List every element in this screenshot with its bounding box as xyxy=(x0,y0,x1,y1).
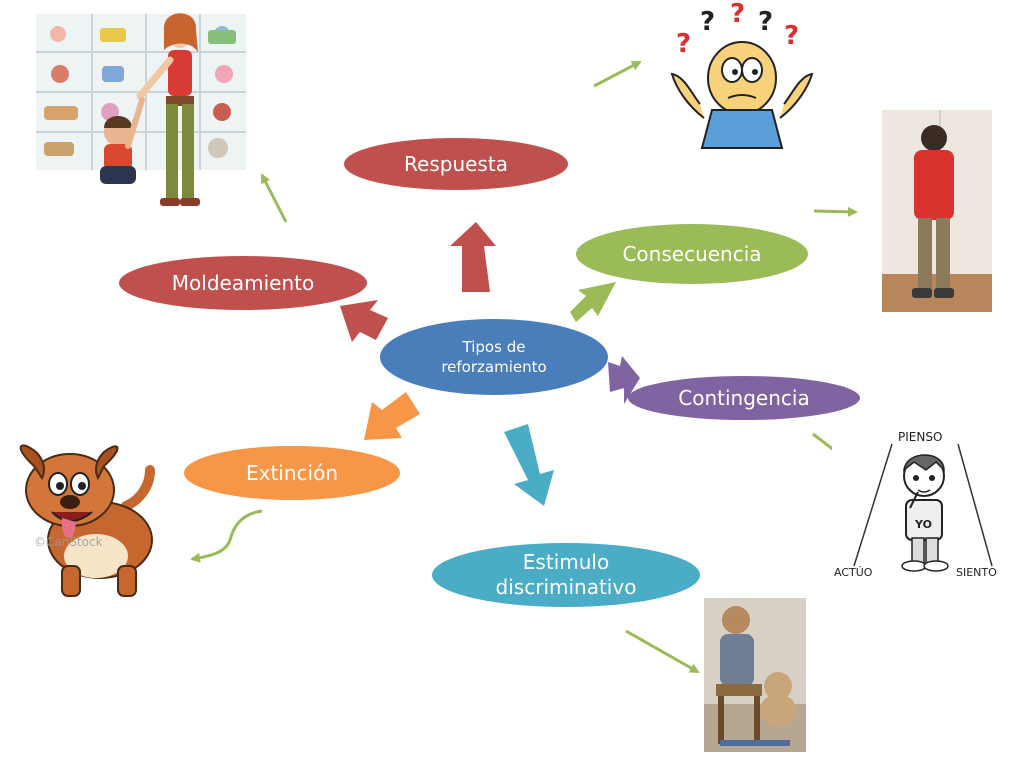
svg-text:?: ? xyxy=(700,7,715,37)
block-arrow-to-estimulo xyxy=(504,424,554,506)
siento-label: SIENTO xyxy=(956,566,997,579)
svg-text:?: ? xyxy=(730,0,745,29)
actuo-label: ACTÚO xyxy=(834,566,873,579)
pienso-label: PIENSO xyxy=(898,430,942,444)
boy-in-corner-icon xyxy=(882,110,992,312)
block-arrow-to-moldeamiento xyxy=(340,300,388,342)
node-ellipse-moldeamiento xyxy=(119,256,367,310)
block-arrow-to-respuesta xyxy=(450,222,496,292)
connector-to-corner-image xyxy=(813,206,858,217)
block-arrow-to-extincion xyxy=(364,392,420,440)
block-arrow-to-contingencia xyxy=(608,356,640,404)
connector-to-chair-image xyxy=(625,629,700,674)
connector-to-confused-image xyxy=(593,60,642,88)
connector-to-mom-image xyxy=(260,173,288,223)
cartoon-dog-icon: ©CanStock xyxy=(19,444,155,597)
confused-man-icon: ? ? ? ? ? xyxy=(670,0,814,149)
node-ellipse-respuesta xyxy=(344,138,568,190)
node-ellipse-extincion xyxy=(184,446,400,500)
node-ellipse-contingencia xyxy=(628,376,860,420)
watermark-text: ©CanStock xyxy=(34,535,103,549)
svg-text:?: ? xyxy=(758,7,773,37)
child-on-chair-icon xyxy=(704,598,806,752)
node-ellipse-consecuencia xyxy=(576,224,808,284)
mother-pulling-child-icon xyxy=(36,13,246,206)
connector-to-dog-image xyxy=(190,509,263,563)
node-ellipse-estimulo xyxy=(432,543,700,607)
yo-badge: YO xyxy=(914,518,932,531)
node-ellipse-center xyxy=(380,319,608,395)
block-arrow-to-consecuencia xyxy=(570,282,616,322)
svg-text:?: ? xyxy=(676,29,691,59)
svg-text:?: ? xyxy=(784,21,799,51)
thinking-child-triangle-icon: PIENSO YO ACTÚO SIENTO xyxy=(832,424,1016,594)
